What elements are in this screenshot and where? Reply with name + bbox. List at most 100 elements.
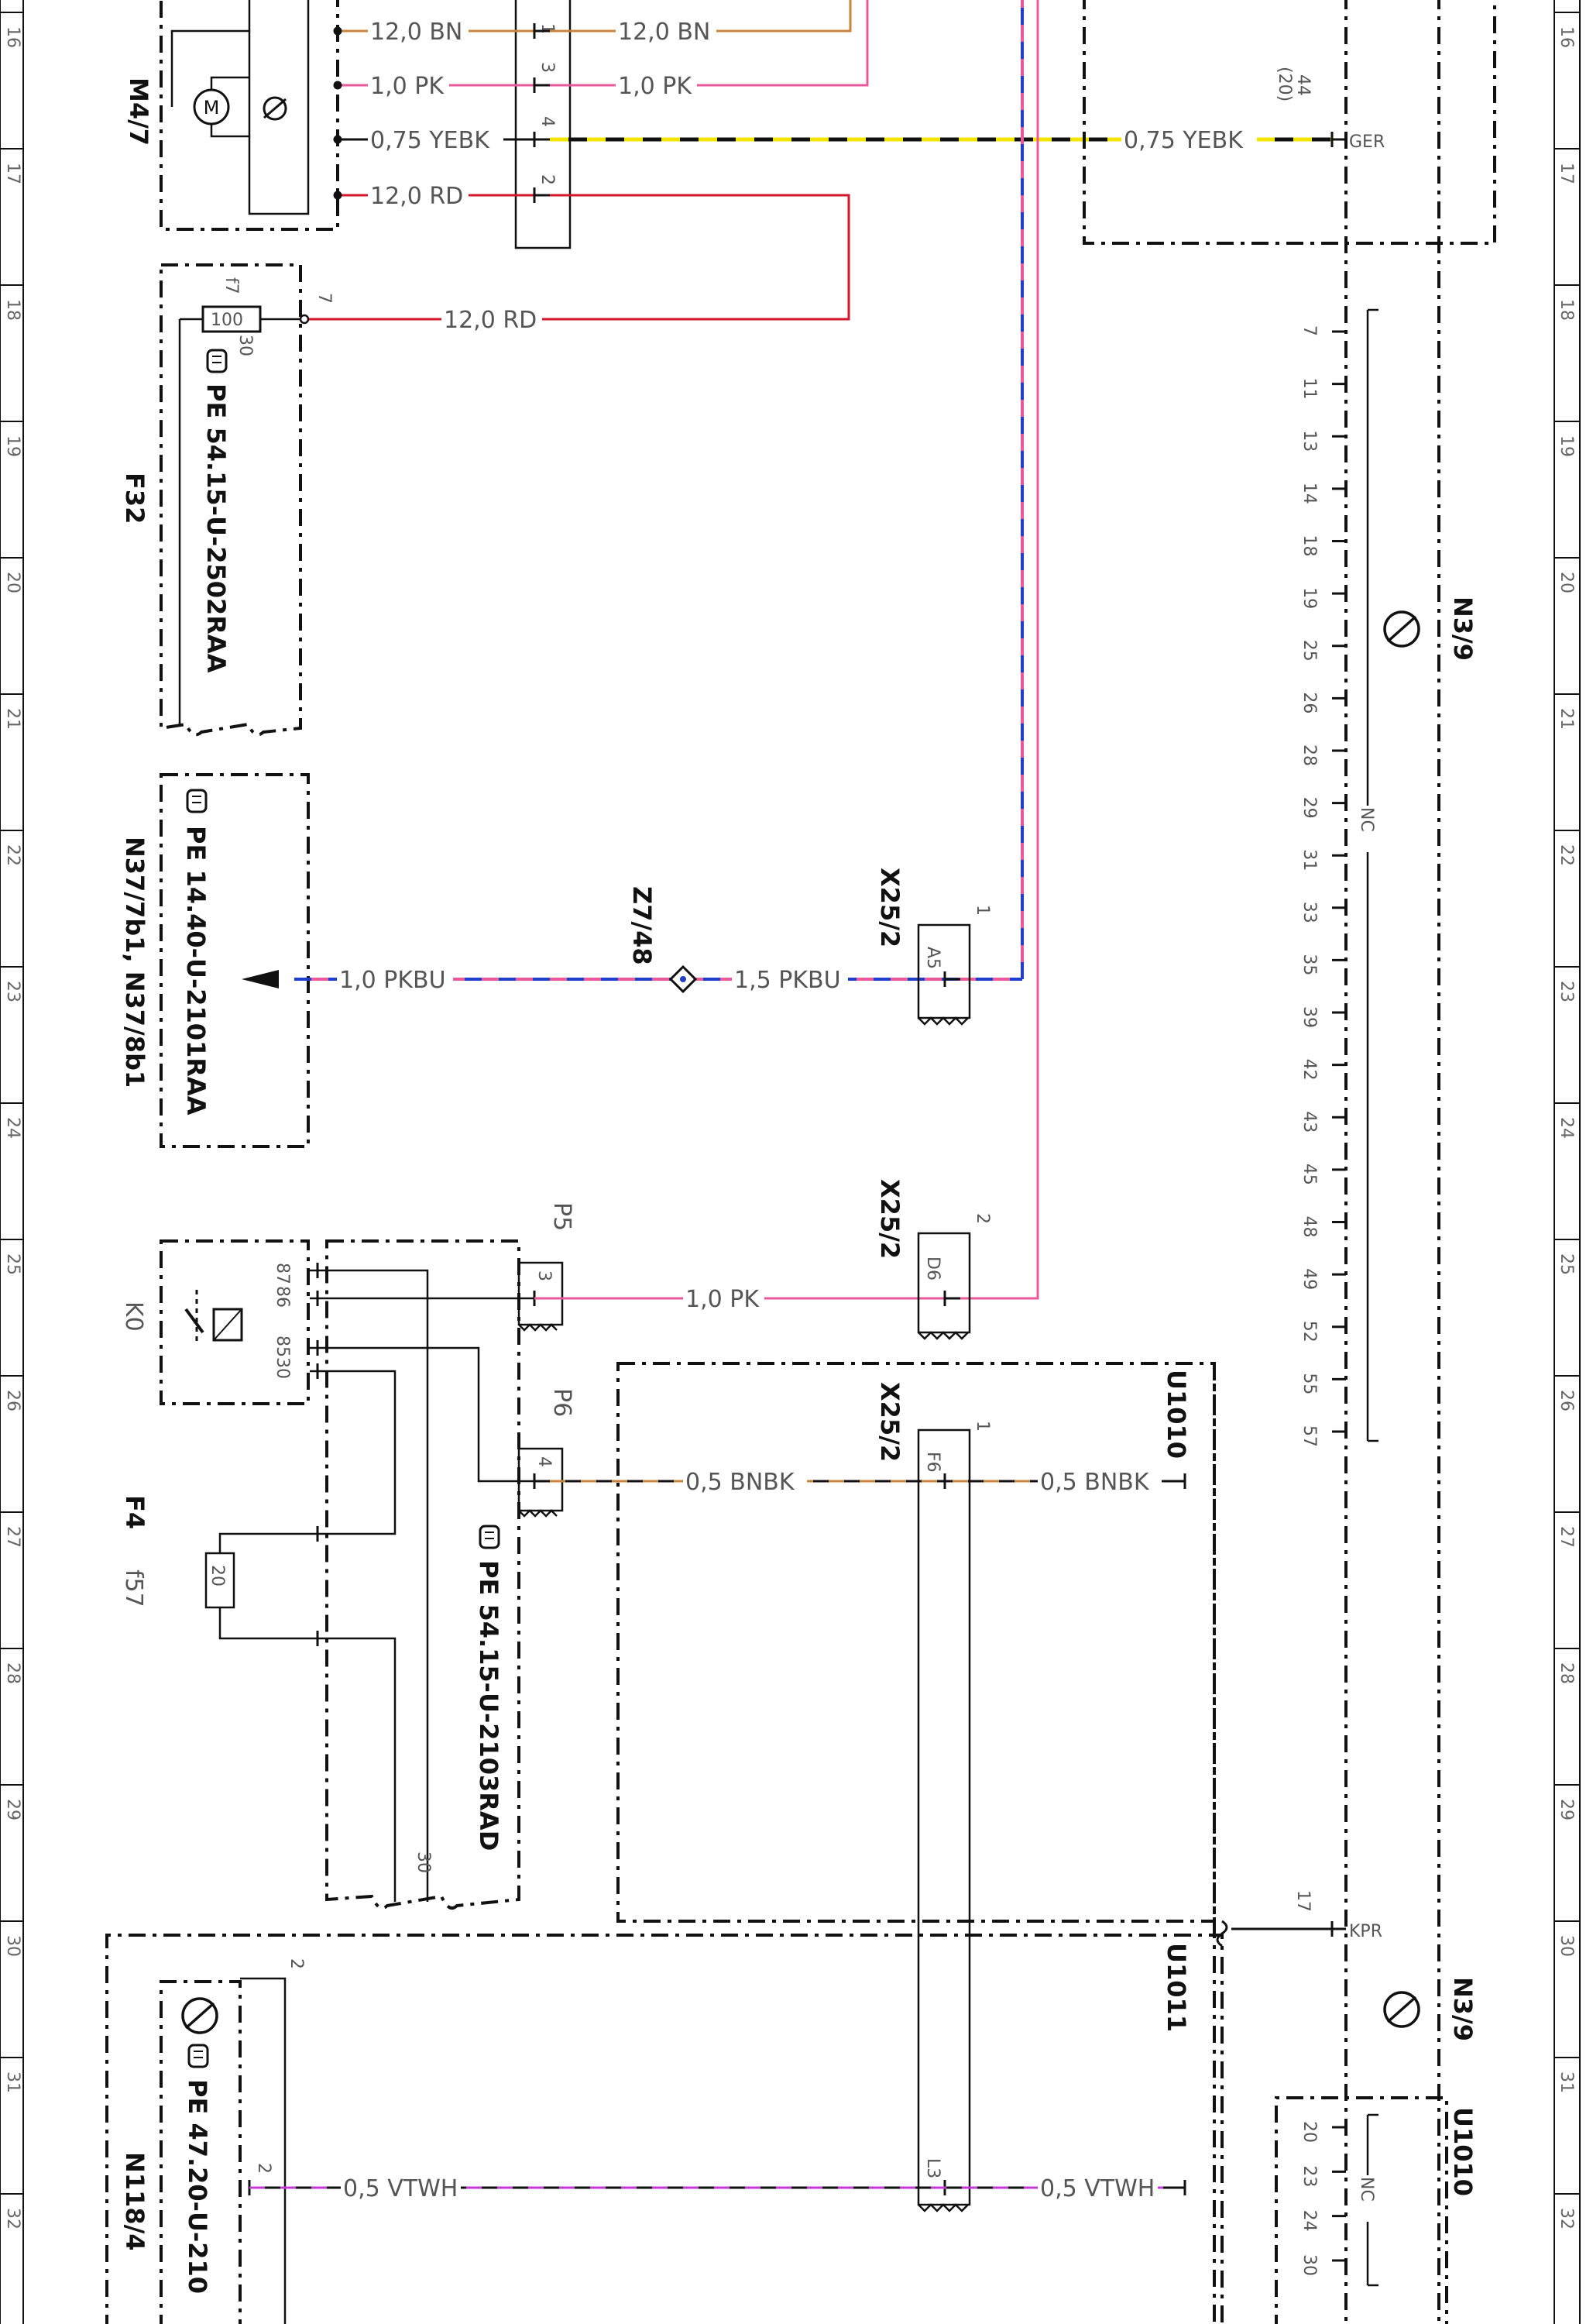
left-ruler <box>0 0 24 2324</box>
wire-label-pk-a: 1,0 PK <box>370 73 445 100</box>
wire-05-vtwh[interactable]: 0,5 VTWH 0,5 VTWH <box>249 2174 1186 2202</box>
wire-05-bnbk[interactable]: 0,5 BNBK 0,5 BNBK <box>534 1467 1186 1496</box>
f32-fuse-name: f7 <box>221 277 241 294</box>
pin-44-alt: (20) <box>1275 67 1294 101</box>
pin-f6: F6 <box>923 1452 942 1473</box>
ruler-label-left: 27 <box>3 1526 22 1548</box>
ruler-label-left: 23 <box>3 981 22 1002</box>
svg-text:85: 85 <box>273 1336 292 1357</box>
n3-9-pin: 30 <box>1299 2254 1319 2276</box>
f32-out-pin: 7 <box>314 293 334 304</box>
bus-30-label: 30 <box>414 1851 433 1873</box>
n3-9-pin: 57 <box>1299 1425 1319 1447</box>
ruler-label-right: 18 <box>1557 299 1576 321</box>
wire-label-pk-b: 1,0 PK <box>618 73 692 100</box>
ruler-label-right: 19 <box>1557 435 1576 457</box>
wire-label-pk-c: 1,0 PK <box>685 1286 760 1313</box>
relay-pins: 87 86 85 30 <box>273 1263 292 1379</box>
n3-9-pin: 45 <box>1299 1164 1319 1185</box>
wire-label-pkbu-a: 1,0 PKBU <box>339 967 446 994</box>
n3-9-pin: 11 <box>1299 378 1319 400</box>
n3-9-pin: 25 <box>1299 640 1319 662</box>
u1011-box[interactable]: U1011 <box>105 1363 1334 2324</box>
splice-z7-48[interactable] <box>668 964 698 994</box>
wire-label-yebk-b: 0,75 YEBK <box>1124 127 1244 154</box>
x25-2-label-a: X25/2 <box>875 868 905 947</box>
ruler-label-right: 17 <box>1557 163 1576 184</box>
hand-icon <box>186 789 208 813</box>
m4-connector-pins <box>333 23 550 203</box>
svg-text:M: M <box>204 97 220 119</box>
u1011-label: U1011 <box>1162 1943 1191 2032</box>
p6-connector[interactable]: 4 P6 <box>517 1388 575 1518</box>
ruler-label-left: 22 <box>3 844 22 866</box>
wire-label-bnbk-a: 0,5 BNBK <box>685 1469 795 1496</box>
f32-label: F32 <box>120 473 149 524</box>
ruler-label-left: 26 <box>3 1390 22 1411</box>
ruler-label-right: 20 <box>1557 572 1576 593</box>
n37-reference[interactable]: PE 14.40-U-2101RAA <box>181 826 211 1116</box>
ruler-label-left: 25 <box>3 1253 22 1275</box>
m4-7-connector: 1 3 4 2 <box>514 0 572 249</box>
f32-block[interactable]: 100 f7 30 7 PE 54.15-U-2502RAA F32 <box>120 263 334 737</box>
n118-4-block[interactable]: 2 PE 47.20-U-210 N118/4 2 <box>120 1958 306 2324</box>
pin-d6: D6 <box>923 1257 942 1281</box>
n3-9-pin: 7 <box>1299 325 1319 336</box>
n3-9-pin: 14 <box>1299 483 1319 504</box>
ruler-label-right: 27 <box>1557 1526 1576 1548</box>
n3-9-label-a: N3/9 <box>1448 596 1478 661</box>
connector-c-number: 1 <box>973 1421 992 1432</box>
x25-2-f6-l3[interactable]: F6 L3 1 X25/2 <box>875 1382 992 2212</box>
n3-9-pin: 29 <box>1299 797 1319 819</box>
n118-reference[interactable]: PE 47.20-U-210 <box>183 2079 212 2294</box>
ruler-label-left: 24 <box>3 1117 22 1139</box>
wire-label-pkbu-b: 1,5 PKBU <box>734 967 841 994</box>
wire-10-pk-mid[interactable]: 1,0 PK <box>534 0 1039 1313</box>
n118-pin: 2 <box>254 2163 273 2174</box>
wire-label-bnbk-b: 0,5 BNBK <box>1040 1469 1150 1496</box>
f32-fuse-term: 30 <box>235 335 255 356</box>
right-ruler <box>1554 0 1581 2324</box>
n3-9-pin: 31 <box>1299 849 1319 871</box>
pin-l3: L3 <box>923 2158 942 2178</box>
wire-label-vtwh-a: 0,5 VTWH <box>343 2175 458 2202</box>
ruler-label-right: 31 <box>1557 2071 1576 2093</box>
ruler-label-right: 28 <box>1557 1662 1576 1684</box>
f4-block[interactable]: 20 F4 f57 PE 54.15-U-2103RAD 30 <box>120 1239 534 1910</box>
n3-9-pin: 43 <box>1299 1111 1319 1133</box>
ruler-label-left: 19 <box>3 435 22 457</box>
wire-075-yebk[interactable]: 0,75 YEBK 0,75 YEBK <box>338 125 1332 154</box>
x25-2-d6[interactable]: D6 2 X25/2 <box>875 1179 992 1340</box>
m4-7-label: M4/7 <box>124 77 153 146</box>
f32-reference[interactable]: PE 54.15-U-2502RAA <box>201 383 231 673</box>
wire-10-pk-top[interactable]: 1,0 PK 1,0 PK <box>338 0 869 100</box>
sensor-icon <box>1383 610 1420 648</box>
f32-fuse-rating: 100 <box>211 311 243 330</box>
z7-48-label: Z7/48 <box>627 886 657 965</box>
ruler-label-left: 21 <box>3 708 22 730</box>
k0-relay-block[interactable]: K0 87 86 85 30 <box>120 1239 310 1405</box>
n37-label: N37/7b1, N37/8b1 <box>120 837 149 1088</box>
n3-9-pin: 19 <box>1299 587 1319 609</box>
p5-pin: 3 <box>534 1270 554 1281</box>
n37-block[interactable]: PE 14.40-U-2101RAA N37/7b1, N37/8b1 <box>120 773 310 1148</box>
f4-reference[interactable]: PE 54.15-U-2103RAD <box>474 1560 503 1851</box>
wire-12-bn[interactable]: 12,0 BN 12,0 BN <box>338 0 852 46</box>
sensor-icon <box>1383 1991 1420 2028</box>
wire-12-rd[interactable]: 12,0 RD 12,0 RD <box>306 181 850 334</box>
connector-b-number: 2 <box>973 1213 992 1224</box>
connector-a-number: 1 <box>973 905 992 916</box>
n3-9-pin: 13 <box>1299 430 1319 452</box>
n3-9-block[interactable]: 44 (20) GER NC 7111314181925262829313335… <box>1083 0 1496 2324</box>
u1010-box[interactable]: U1010 <box>616 1362 1216 1923</box>
m4-7-block[interactable]: M M4/7 <box>124 0 339 231</box>
n3-9-pin: 20 <box>1299 2121 1319 2143</box>
ruler-label-left: 30 <box>3 1935 22 1957</box>
ruler-label-right: 16 <box>1557 26 1576 48</box>
n3-9-pin: 49 <box>1299 1268 1319 1290</box>
p5-connector[interactable]: 3 P5 <box>517 1202 575 1332</box>
wire-pkbu[interactable]: 1,0 PKBU 1,5 PKBU Z7/48 <box>242 0 1024 994</box>
wire-label-rd-b: 12,0 RD <box>444 307 537 334</box>
x25-2-a5[interactable]: A5 1 X25/2 <box>875 868 992 1026</box>
